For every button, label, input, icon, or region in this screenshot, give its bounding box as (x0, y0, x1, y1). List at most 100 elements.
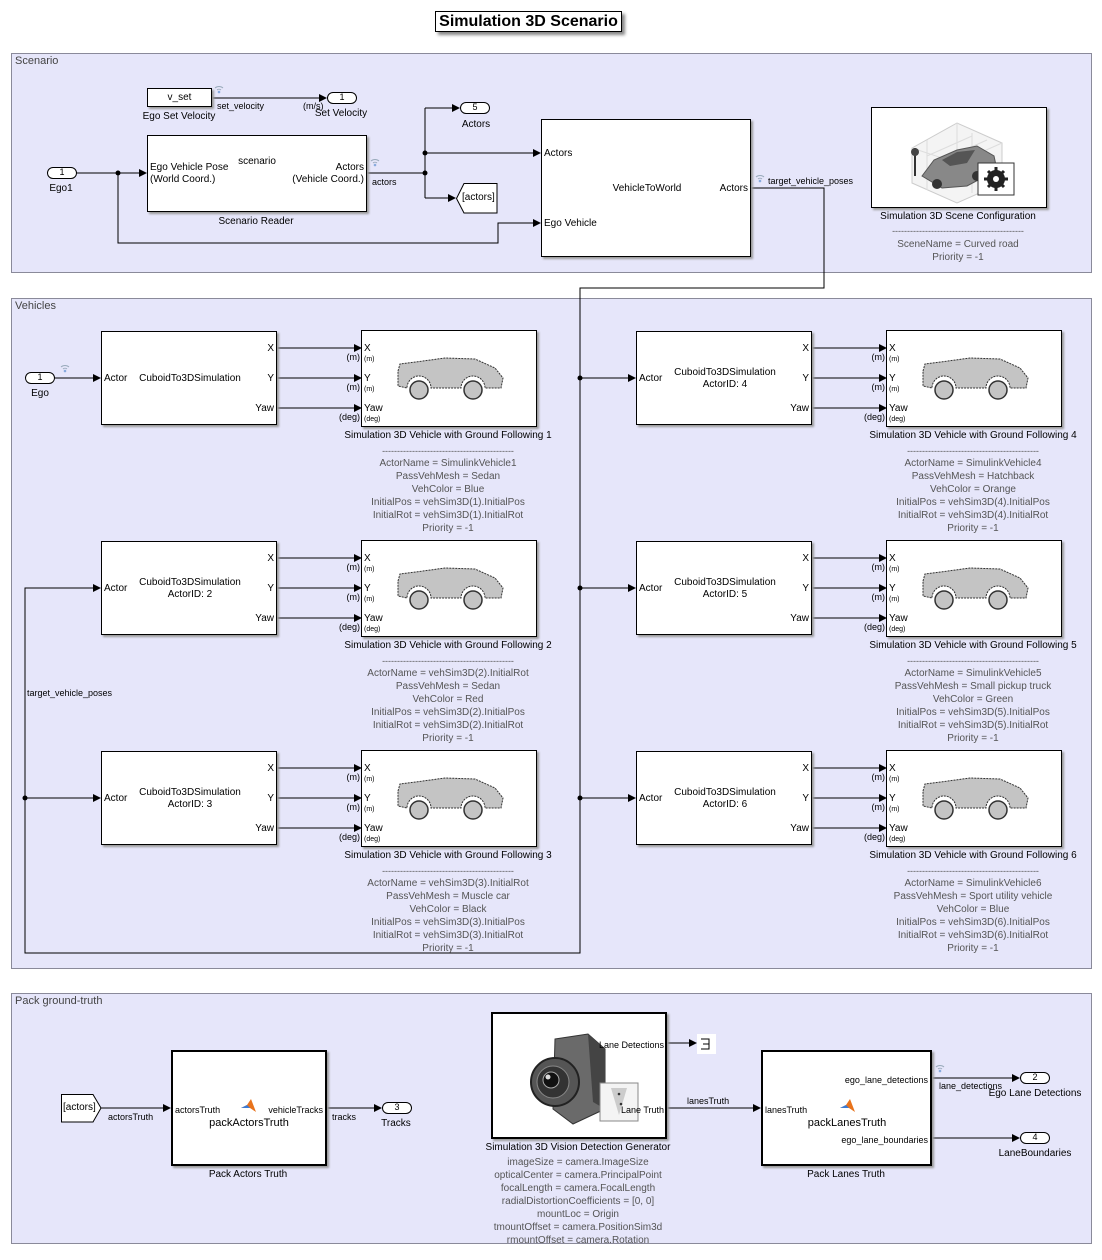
vehicle-in-unit: (m) (889, 806, 900, 813)
cuboid-out-port: Yaw (255, 613, 274, 624)
vision-param: focalLength = camera.FocalLength (500, 1183, 656, 1194)
cuboid-in-actor: Actor (639, 793, 663, 804)
ego-set-velocity-block[interactable]: v_set (147, 88, 212, 107)
vehicle-in-unit: (deg) (364, 836, 381, 843)
sim3d-vehicle-block-1[interactable]: X (m)Y (m)Yaw (deg) (361, 330, 537, 427)
pack-lanes-truth-block[interactable]: lanesTruth ego_lane_detections ego_lane_… (761, 1050, 932, 1166)
sim3d-vehicle-block-5[interactable]: X (m)Y (m)Yaw (deg) (886, 540, 1062, 637)
scene-configuration-block[interactable] (871, 107, 1047, 208)
vehicle-in-unit: (m) (364, 596, 375, 603)
ego-lane-detections-outport[interactable]: 2 (1020, 1072, 1050, 1084)
outport-number: 1 (339, 92, 345, 102)
sim3d-vehicle-block-6[interactable]: X (m)Y (m)Yaw (deg) (886, 750, 1062, 847)
outport-number: 3 (394, 1102, 400, 1112)
cuboid-title: CuboidTo3DSimulation (139, 577, 241, 588)
vehicle-param: InitialRot = vehSim3D(5).InitialRot (897, 720, 1049, 731)
vehicle-in-unit-outer: (deg) (338, 832, 360, 842)
vehicle-in-unit: (m) (889, 386, 900, 393)
pack-actors-truth-block[interactable]: actorsTruth vehicleTracks packActorsTrut… (171, 1050, 327, 1166)
lanes-truth-signal-label: lanesTruth (687, 1096, 730, 1106)
reader-out-port-sublabel: (Vehicle Coord.) (292, 174, 364, 185)
set-velocity-outport[interactable]: 1 (327, 92, 357, 104)
vehicle-in-unit-outer: (m) (871, 352, 886, 362)
vision-detection-generator-block[interactable]: Lane Detections Lane Truth (491, 1012, 667, 1139)
vehicle-in-unit: (deg) (364, 626, 381, 633)
vehicle-in-port: Yaw (889, 823, 908, 834)
scene-configuration-param: SceneName = Curved road (897, 239, 1019, 250)
from-actors-block[interactable] (61, 1094, 102, 1123)
cuboid-out-port: Yaw (255, 823, 274, 834)
vehicle-car-icon (920, 776, 1030, 824)
vehicle-in-unit: (m) (364, 356, 375, 363)
vehicle-in-port: X (889, 553, 896, 564)
tracks-signal-label: tracks (332, 1112, 357, 1122)
vehicle-block-label: Simulation 3D Vehicle with Ground Follow… (344, 850, 552, 861)
cuboid-title: ActorID: 3 (167, 799, 213, 810)
vehicle-param: InitialPos = vehSim3D(2).InitialPos (371, 707, 525, 718)
vehicle-param: PassVehMesh = Sedan (395, 471, 501, 482)
sim3d-vehicle-block-3[interactable]: X (m)Y (m)Yaw (deg) (361, 750, 537, 847)
ego-set-velocity-value: v_set (167, 92, 192, 103)
signal-log-icon (935, 1065, 945, 1073)
actors-outport[interactable]: 5 (460, 102, 490, 114)
cuboid-in-actor: Actor (104, 793, 128, 804)
cuboid-out-port: Y (802, 373, 809, 384)
vehicle-in-unit-outer: (deg) (338, 412, 360, 422)
cuboid-title: ActorID: 6 (702, 799, 748, 810)
cuboid-out-port: X (802, 763, 809, 774)
cuboid-in-actor: Actor (639, 373, 663, 384)
vehicle-in-port: Yaw (889, 613, 908, 624)
vehicle-param: VehColor = Blue (411, 484, 485, 495)
reader-param: scenario (238, 156, 276, 167)
reader-in-port-label: Ego Vehicle Pose (150, 162, 229, 173)
terminator-block[interactable] (697, 1034, 716, 1054)
cuboid-out-port: Y (802, 583, 809, 594)
vehicle-in-unit-outer: (m) (346, 382, 361, 392)
target-vehicle-poses-label: target_vehicle_poses (768, 176, 854, 186)
vehicle-params-dashes: ----------------------------------------… (907, 446, 1039, 456)
ego-inport[interactable]: 1 (25, 372, 55, 384)
scenario-reader-block[interactable]: Ego Vehicle Pose (World Coord.) scenario… (147, 135, 367, 212)
vehicle-car-icon (395, 356, 505, 404)
vehicle-param: VehColor = Orange (930, 484, 1016, 495)
vision-param: imageSize = camera.ImageSize (507, 1157, 649, 1168)
vehicle-param: PassVehMesh = Sedan (395, 681, 501, 692)
actors-truth-signal-label: actorsTruth (108, 1112, 154, 1122)
vehicle-car-icon (920, 356, 1030, 404)
vision-out-lane-truth: Lane Truth (620, 1105, 664, 1115)
ego1-inport-label: Ego1 (49, 183, 73, 194)
cuboid-out-port: Y (267, 583, 274, 594)
goto-actors-block[interactable] (456, 183, 498, 214)
vehicle-param: Priority = -1 (947, 943, 999, 954)
vehicle-in-unit: (m) (364, 776, 375, 783)
cuboid-in-actor: Actor (104, 583, 128, 594)
vehicle-block-label: Simulation 3D Vehicle with Ground Follow… (869, 430, 1077, 441)
cuboid-out-port: Y (267, 793, 274, 804)
matlab-function-icon (241, 1099, 256, 1112)
sim3d-vehicle-block-2[interactable]: X (m)Y (m)Yaw (deg) (361, 540, 537, 637)
cuboid-out-port: X (267, 553, 274, 564)
pack-lanes-out-detections: ego_lane_detections (844, 1075, 928, 1085)
cuboid-out-port: Yaw (790, 823, 809, 834)
ego1-inport[interactable]: 1 (47, 167, 77, 179)
vehicle-in-port: Y (364, 583, 371, 594)
vehicle-to-world-block[interactable]: Actors Ego Vehicle VehicleToWorld Actors (541, 119, 751, 257)
vehicle-param: PassVehMesh = Hatchback (911, 471, 1035, 482)
lane-boundaries-outport[interactable]: 4 (1020, 1132, 1050, 1144)
vehicle-in-port: X (364, 343, 371, 354)
reader-out-port-label: Actors (335, 162, 364, 173)
vehicle-in-unit: (m) (889, 596, 900, 603)
vision-detection-generator-label: Simulation 3D Vision Detection Generator (485, 1142, 671, 1153)
set-velocity-unit: (m/s) (303, 101, 324, 111)
tracks-outport[interactable]: 3 (382, 1102, 412, 1114)
pack-actors-truth-label: Pack Actors Truth (208, 1169, 288, 1180)
vehicle-params-dashes: ----------------------------------------… (907, 656, 1039, 666)
cuboid-out-port: Yaw (790, 403, 809, 414)
sim3d-vehicle-block-4[interactable]: X (m)Y (m)Yaw (deg) (886, 330, 1062, 427)
